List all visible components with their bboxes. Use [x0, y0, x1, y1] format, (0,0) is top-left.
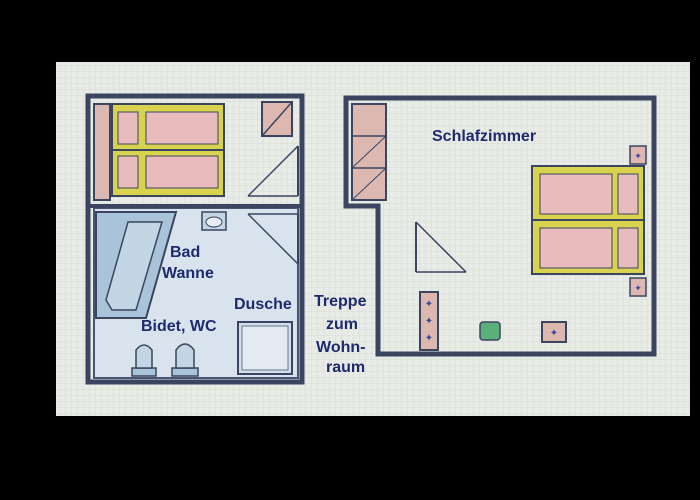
corner-bathtub [95, 211, 178, 319]
svg-text:✦: ✦ [425, 316, 433, 327]
label-stairs-line3: Wohn- [316, 339, 365, 356]
right-wing-outer-wall [343, 95, 657, 357]
small-table: ✦ [541, 321, 567, 343]
label-shower: Dusche [234, 296, 292, 313]
svg-text:✦: ✦ [550, 328, 558, 339]
toilet [171, 343, 199, 377]
label-stairs-line1: Treppe [314, 293, 367, 310]
label-bedroom: Schlafzimmer [432, 128, 536, 145]
small-wardrobe [93, 103, 111, 201]
label-stairs-line4: raum [326, 359, 365, 376]
wash-basin [201, 211, 227, 231]
left-wing-outer-wall [85, 93, 305, 385]
label-stairs-line2: zum [326, 316, 358, 333]
svg-text:✦: ✦ [634, 151, 642, 161]
door-swing-bedroom-right [415, 221, 467, 273]
nightstand-bottom: ✦ [629, 277, 647, 297]
twin-bed-left [111, 103, 225, 197]
svg-text:✦: ✦ [634, 283, 642, 293]
door-swing-bathroom [247, 213, 299, 265]
low-shelf: ✦ ✦ ✦ [419, 291, 439, 351]
label-bath-line1: Bad [170, 244, 200, 261]
label-bidet-wc: Bidet, WC [141, 318, 217, 335]
small-cabinet [261, 101, 293, 137]
green-chair-icon [479, 321, 501, 341]
wardrobe-right [351, 103, 387, 201]
door-swing-bedroom-left [247, 145, 299, 197]
double-bed-right [531, 165, 645, 275]
bidet [131, 344, 157, 377]
label-bath-line2: Wanne [162, 265, 214, 282]
shower-tray [237, 321, 293, 375]
svg-text:✦: ✦ [425, 299, 433, 310]
svg-text:✦: ✦ [425, 333, 433, 344]
nightstand-top: ✦ [629, 145, 647, 165]
